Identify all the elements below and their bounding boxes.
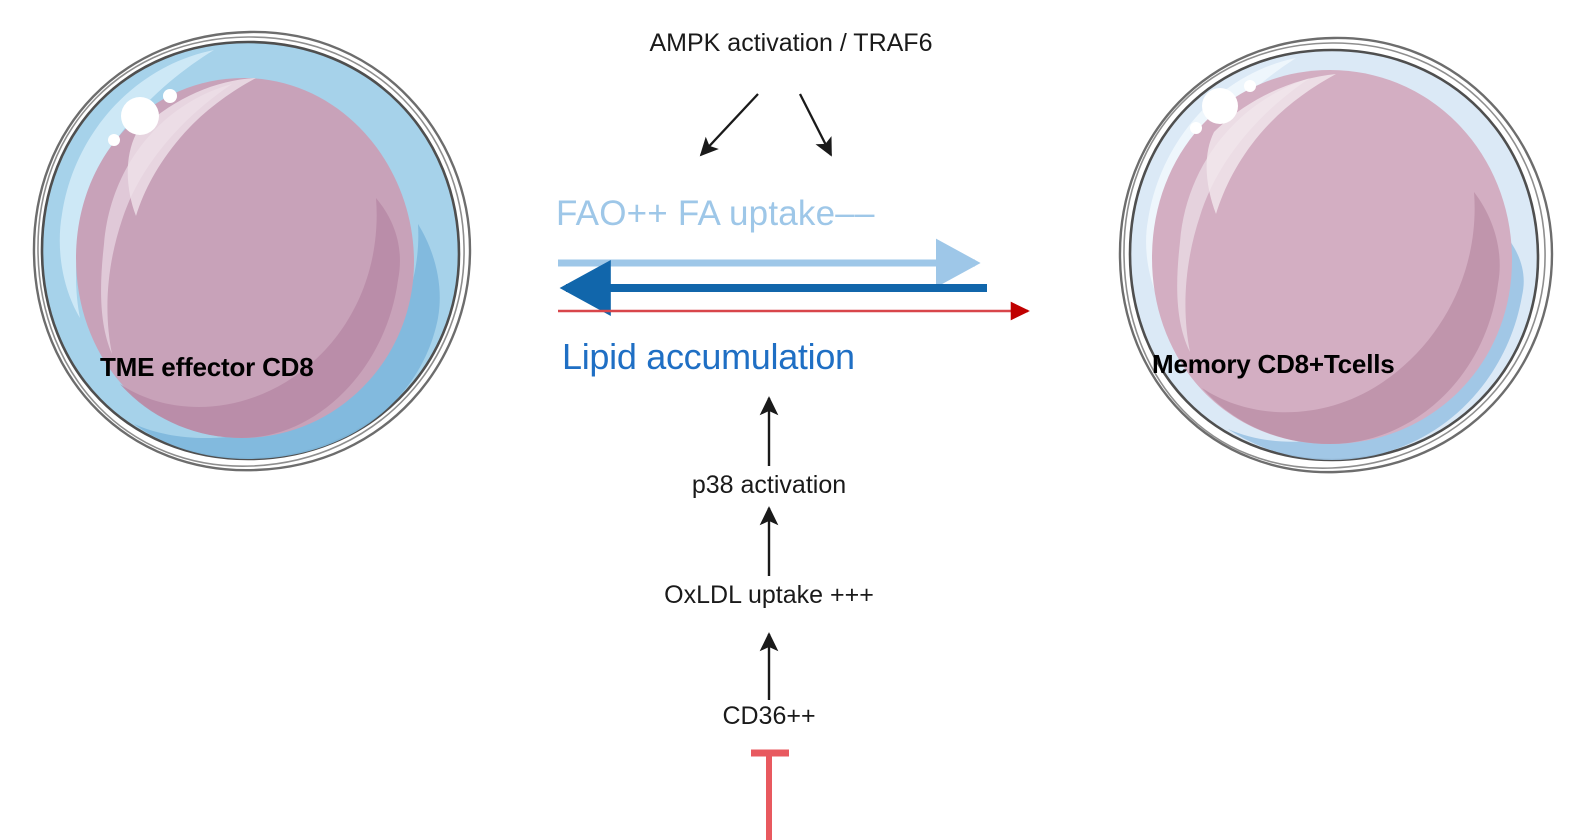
arrow-ampk-to-fa-uptake	[798, 93, 833, 157]
label-lipid-accumulation: Lipid accumulation	[562, 336, 855, 377]
cell-left-label: TME effector CD8	[100, 352, 314, 382]
label-fao-fa-uptake: FAO++ FA uptake––	[556, 194, 875, 233]
cell-right-highlight-dot-large	[1202, 88, 1238, 124]
label-cd36: CD36++	[722, 702, 816, 730]
cell-right-nucleus	[1152, 70, 1512, 444]
arrow-ampk-to-fao	[699, 93, 759, 157]
cell-right-highlight-dot-tiny	[1190, 122, 1202, 134]
cell-left-highlight-dot-tiny	[108, 134, 120, 146]
cell-right-highlight-dot-small	[1244, 80, 1256, 92]
cell-right-graphic	[1118, 36, 1554, 474]
cell-tme-effector-cd8	[18, 18, 488, 483]
cell-left-nucleus	[76, 78, 414, 438]
cell-left-highlight-dot-small	[163, 89, 177, 103]
cell-memory-cd8-tcells	[1108, 28, 1568, 483]
label-ampk-activation-traf6: AMPK activation / TRAF6	[649, 29, 933, 57]
cell-left-highlight-dot-large	[121, 97, 159, 135]
label-oxldl-uptake: OxLDL uptake +++	[664, 581, 874, 609]
label-p38-activation: p38 activation	[691, 471, 847, 499]
cell-right-label: Memory CD8+Tcells	[1152, 349, 1395, 379]
cell-left-graphic	[32, 30, 472, 472]
